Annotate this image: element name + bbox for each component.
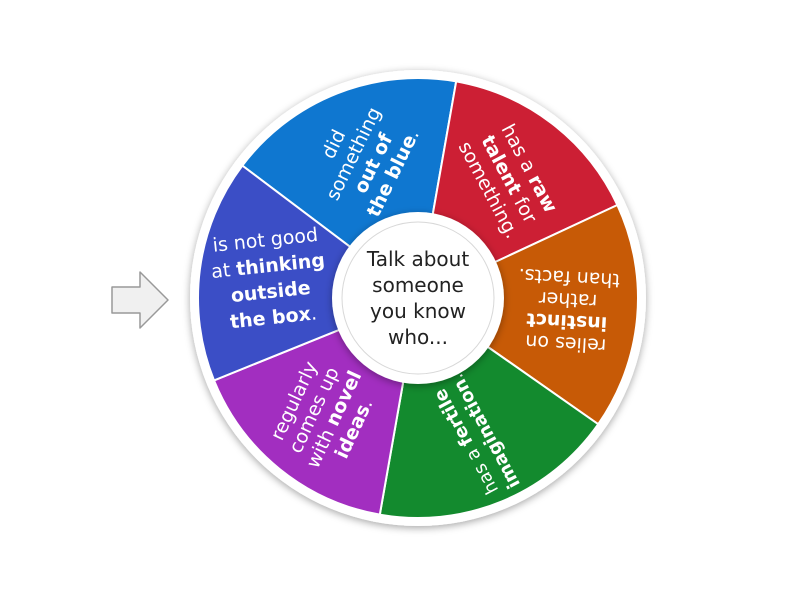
wheel-hub[interactable] (332, 212, 504, 384)
center-prompt-line: someone (372, 273, 464, 297)
wheel-segment-label-run: than facts. (518, 264, 620, 291)
wheel-segment-label-line: relies on (525, 330, 607, 356)
wheel-hub-ring (341, 221, 495, 375)
wheel-segment-label-run: rather (538, 287, 598, 312)
arrow-right-icon (111, 271, 169, 329)
wheel-segment-label-line: than facts. (518, 264, 620, 291)
wheel-segment-slice[interactable] (197, 164, 421, 382)
wheel-segment-label-run: at (210, 259, 237, 284)
center-prompt-line: Talk about (366, 247, 470, 271)
center-prompt-line: you know (370, 299, 466, 323)
wheel-segment-slice[interactable] (416, 203, 639, 426)
wheel-segment-label-line: rather (538, 287, 598, 312)
wheel-segment-label-line: instinct (526, 308, 608, 334)
wheel-segment-label-run: relies on (525, 330, 607, 356)
wheel-segment-label-run: instinct (526, 308, 608, 334)
center-prompt-line: who... (388, 325, 448, 349)
wheel-segment-label-run: . (310, 302, 318, 325)
